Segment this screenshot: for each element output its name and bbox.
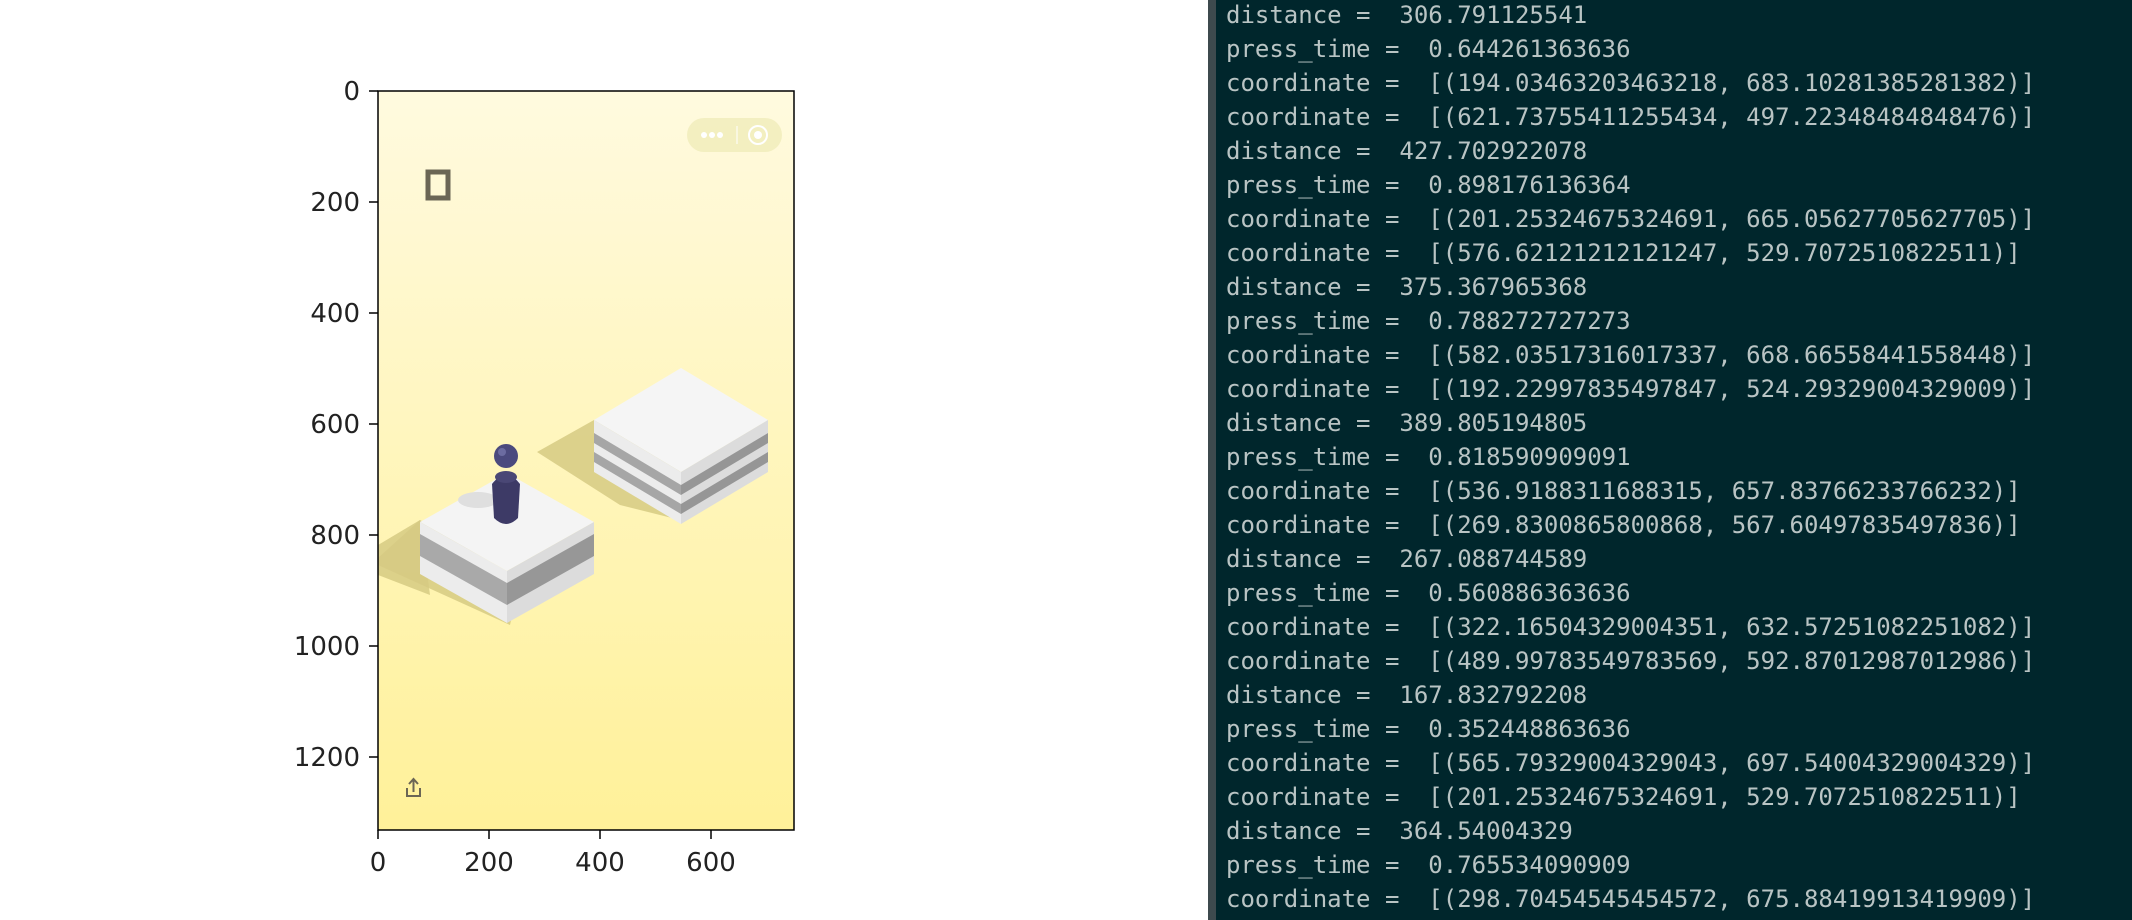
y-tick-label: 800	[310, 521, 360, 551]
screenshot-plot: 0 200 400 600 800 1000 1200 0 200 400 60…	[294, 77, 795, 878]
x-axis: 0 200 400 600	[370, 830, 736, 878]
axes-frame	[377, 90, 795, 831]
y-tick-label: 400	[310, 299, 360, 329]
terminal-line: coordinate = [(565.79329004329043, 697.5…	[1226, 749, 2036, 777]
terminal-line: coordinate = [(576.62121212121247, 529.7…	[1226, 239, 2021, 267]
terminal-line: distance = 375.367965368	[1226, 273, 1588, 301]
matplotlib-figure: 0 200 400 600 800 1000 1200 0 200 400 60…	[293, 77, 795, 878]
x-tick-label: 600	[686, 848, 736, 878]
game-screenshot	[378, 91, 794, 830]
terminal-line: distance = 267.088744589	[1226, 545, 1588, 573]
share-icon[interactable]	[406, 777, 421, 797]
terminal-line: coordinate = [(582.03517316017337, 668.6…	[1226, 341, 2036, 369]
y-tick-label: 1200	[294, 743, 360, 773]
terminal-line: distance = 389.805194805	[1226, 409, 1588, 437]
terminal-line: press_time = 0.818590909091	[1226, 443, 1631, 471]
terminal-line: distance = 167.832792208	[1226, 681, 1588, 709]
y-tick-label: 0	[343, 77, 360, 107]
mini-program-capsule[interactable]	[687, 118, 782, 152]
terminal-pane[interactable]: distance = 306.791125541 press_time = 0.…	[1216, 0, 2132, 920]
terminal-line: coordinate = [(269.8300865800868, 567.60…	[1226, 511, 2021, 539]
terminal-line: coordinate = [(298.70454545454572, 675.8…	[1226, 885, 2036, 913]
x-tick-label: 200	[464, 848, 514, 878]
terminal-line: press_time = 0.352448863636	[1226, 715, 1631, 743]
terminal-line: distance = 427.702922078	[1226, 137, 1588, 165]
terminal-line: coordinate = [(621.73755411255434, 497.2…	[1226, 103, 2036, 131]
terminal-line: press_time = 0.560886363636	[1226, 579, 1631, 607]
terminal-line: coordinate = [(536.9188311688315, 657.83…	[1226, 477, 2021, 505]
terminal-line: coordinate = [(322.16504329004351, 632.5…	[1226, 613, 2036, 641]
x-tick-label: 400	[575, 848, 625, 878]
x-tick-label: 0	[370, 848, 387, 878]
terminal-line: press_time = 0.765534090909	[1226, 851, 1631, 879]
y-tick-label: 200	[310, 188, 360, 218]
terminal-line: coordinate = [(489.99783549783569, 592.8…	[1226, 647, 2036, 675]
terminal-line: coordinate = [(201.25324675324691, 665.0…	[1226, 205, 2036, 233]
y-tick-label: 1000	[294, 632, 360, 662]
pane-divider[interactable]	[1208, 0, 1216, 920]
terminal-line: press_time = 0.788272727273	[1226, 307, 1631, 335]
block-left-shadow-edge	[378, 520, 430, 595]
record-target-icon[interactable]	[748, 125, 768, 145]
terminal-line: press_time = 0.898176136364	[1226, 171, 1631, 199]
more-dots-icon[interactable]	[701, 132, 723, 138]
terminal-line: coordinate = [(192.22997835497847, 524.2…	[1226, 375, 2036, 403]
terminal-line: coordinate = [(201.25324675324691, 529.7…	[1226, 783, 2021, 811]
terminal-output: distance = 306.791125541 press_time = 0.…	[1226, 0, 2035, 916]
block-right	[594, 368, 768, 524]
terminal-line: distance = 364.54004329	[1226, 817, 1573, 845]
score-digit-zero	[425, 169, 451, 201]
terminal-line: coordinate = [(194.03463203463218, 683.1…	[1226, 69, 2036, 97]
terminal-line: press_time = 0.644261363636	[1226, 35, 1631, 63]
y-axis: 0 200 400 600 800 1000 1200	[294, 77, 378, 773]
player-piece	[458, 444, 520, 524]
y-tick-label: 600	[310, 410, 360, 440]
terminal-line: distance = 306.791125541	[1226, 1, 1588, 29]
